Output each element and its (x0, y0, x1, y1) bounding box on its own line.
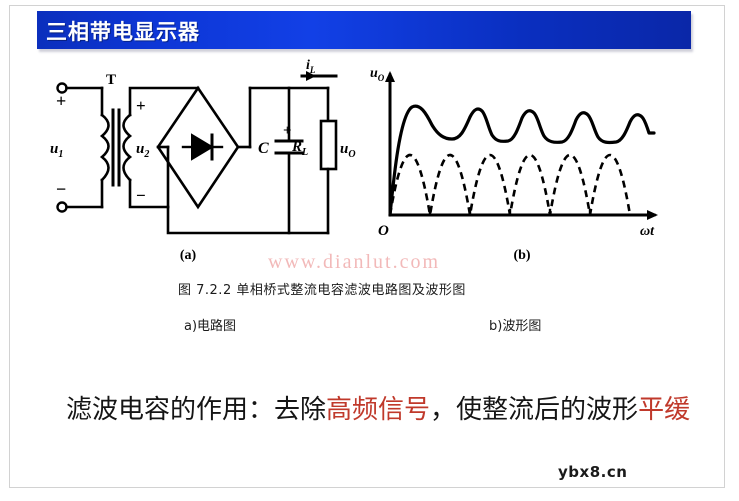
label-terminal-plus: + (56, 91, 66, 111)
label-terminal-minus: − (56, 179, 66, 199)
figure-caption-a: a)电路图 (184, 319, 237, 334)
label-capacitor: C (258, 140, 269, 157)
label-load-current: iL (306, 58, 316, 75)
waveform-diagram: uO O ωt (b) (370, 66, 658, 263)
body-paragraph: 滤波电容的作用：去除高频信号，使整流后的波形平缓 (66, 392, 696, 428)
waveform-y-axis-label: uO (370, 66, 385, 83)
label-output-voltage: uO (340, 141, 356, 160)
figure-area: u1 + − T + − u2 C + RL uO iL (0, 55, 739, 273)
waveform-x-axis-label: ωt (640, 224, 655, 239)
body-text-part2: ，使整流后的波 (430, 395, 613, 425)
figure-caption: 图 7.2.2 单相桥式整流电容滤波电路图及波形图 (178, 283, 466, 298)
body-text-part1: 滤波电容的作用：去除 (66, 395, 327, 425)
rectified-sine-curve (388, 153, 632, 216)
site-watermark: www.dianlut.com (268, 251, 441, 273)
body-text-highlight2: 平缓 (638, 395, 691, 425)
label-load-resistor: RL (291, 139, 308, 158)
label-transformer: T (106, 72, 116, 88)
label-input-voltage: u1 (50, 141, 63, 160)
body-text-part3: 形 (612, 395, 639, 425)
label-secondary-minus: − (136, 186, 146, 205)
filtered-output-curve (388, 104, 656, 217)
page-title: 三相带电显示器 (46, 20, 200, 44)
title-banner: 三相带电显示器 (37, 11, 691, 49)
site-logo: ybx8.cn (558, 463, 628, 481)
subfigure-b-label: (b) (513, 248, 530, 263)
label-secondary-plus: + (136, 96, 146, 115)
circuit-diagram: u1 + − T + − u2 C + RL uO iL (50, 58, 356, 263)
label-secondary-voltage: u2 (136, 141, 149, 160)
label-capacitor-polarity: + (283, 123, 292, 139)
waveform-origin-label: O (378, 223, 389, 239)
figure-caption-b: b)波形图 (489, 319, 542, 334)
body-text-highlight1: 高频信号 (326, 395, 431, 425)
subfigure-a-label: (a) (180, 248, 197, 263)
